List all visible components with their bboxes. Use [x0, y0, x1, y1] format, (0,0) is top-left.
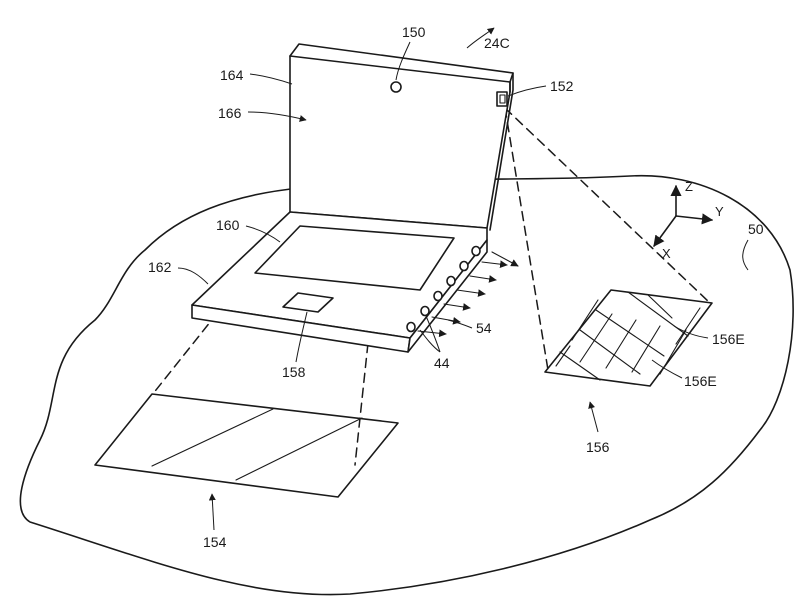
- display-area-160: [254, 225, 455, 291]
- axis-x-label: X: [662, 246, 671, 261]
- label-166: 166: [218, 105, 242, 121]
- label-160: 160: [216, 217, 240, 233]
- sensor-icon: [471, 245, 481, 257]
- label-44: 44: [434, 355, 450, 371]
- laptop-base-162: [191, 211, 488, 353]
- projected-region-154: [94, 393, 399, 498]
- sensor-icon: [406, 321, 416, 333]
- camera-150-icon: [390, 81, 402, 93]
- projected-region-156: [544, 289, 713, 387]
- leader-lines: [177, 27, 749, 531]
- label-156E-b: 156E: [684, 373, 717, 389]
- label-24C: 24C: [484, 35, 510, 51]
- label-152: 152: [550, 78, 574, 94]
- sensor-icon: [459, 260, 469, 272]
- label-158: 158: [282, 364, 306, 380]
- sensor-icon: [433, 290, 443, 302]
- label-154: 154: [203, 534, 227, 550]
- coordinate-axes: Z Y X: [653, 179, 724, 261]
- sensor-icon: [420, 305, 430, 317]
- axis-y-label: Y: [715, 204, 724, 219]
- label-156E-a: 156E: [712, 331, 745, 347]
- label-54: 54: [476, 320, 492, 336]
- reference-labels: 24C 150 152 164 166 160 162 158 54 44 15…: [148, 24, 764, 550]
- emission-arrows-54: [417, 251, 519, 338]
- trackpad-158: [282, 292, 334, 313]
- label-150: 150: [402, 24, 426, 40]
- laptop-lid-164: [289, 43, 514, 231]
- projector-152-icon: [496, 91, 508, 107]
- label-162: 162: [148, 259, 172, 275]
- axis-z-label: Z: [685, 179, 693, 194]
- label-50: 50: [748, 221, 764, 237]
- work-surface: [19, 174, 794, 596]
- label-164: 164: [220, 67, 244, 83]
- label-156: 156: [586, 439, 610, 455]
- sensor-icon: [446, 275, 456, 287]
